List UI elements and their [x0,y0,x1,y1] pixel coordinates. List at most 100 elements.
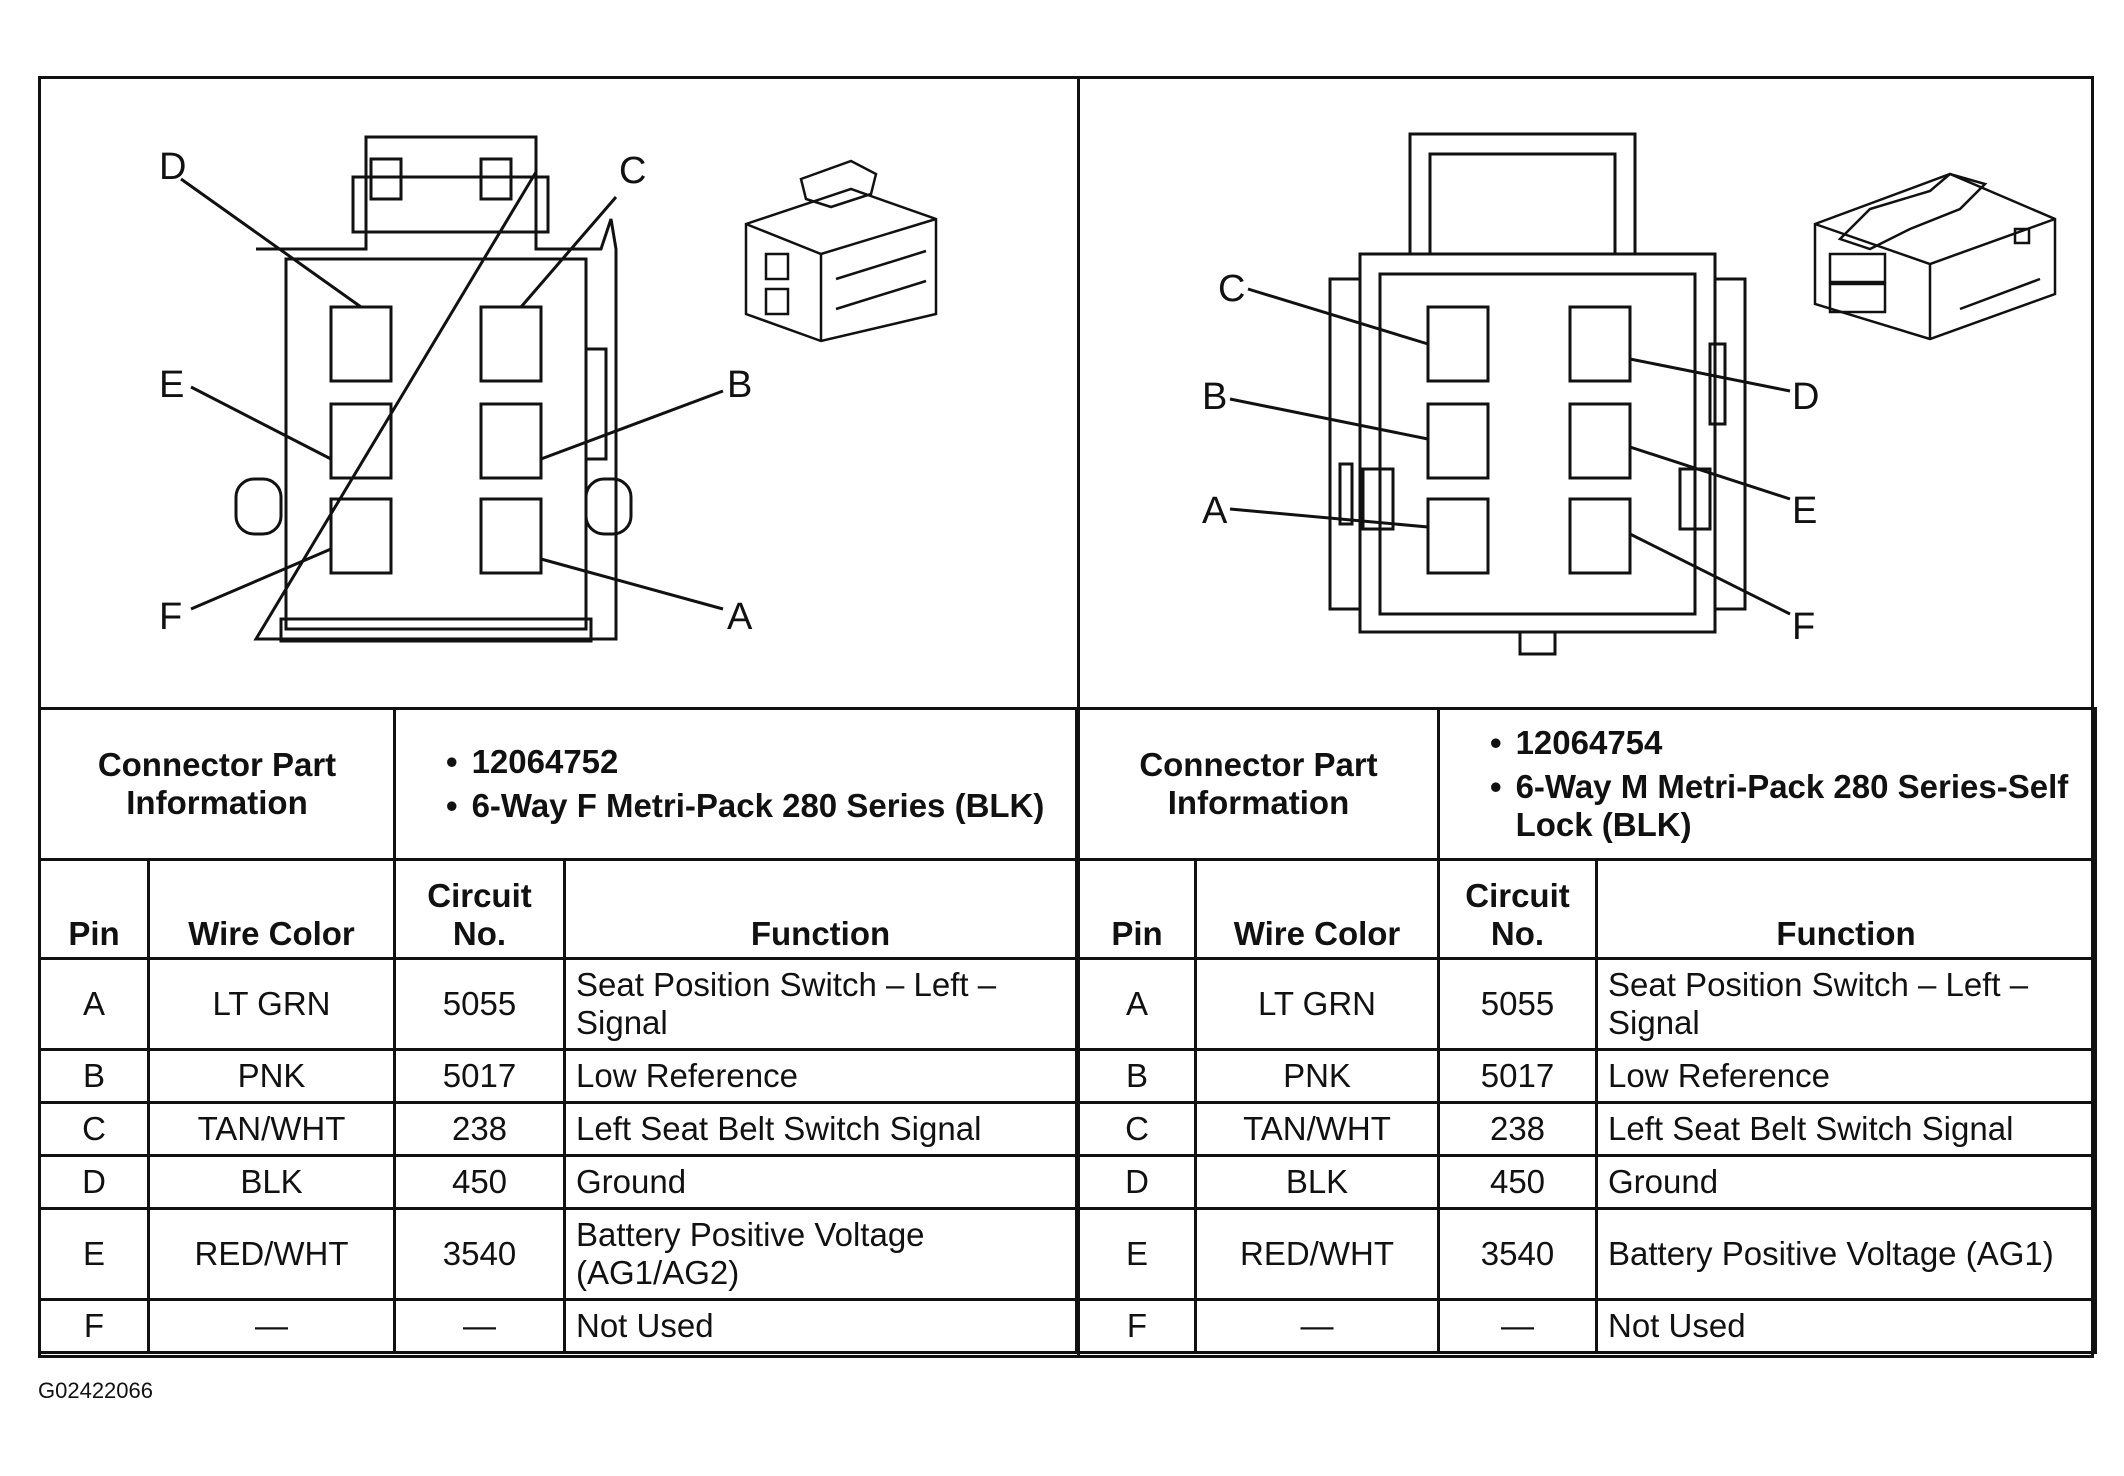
right-side-rib-left [1338,462,1354,526]
wire-cell: LT GRN [1194,957,1440,1051]
left-latch-base [351,175,550,234]
left-connector-diagram: D C E B F A [41,79,1075,707]
function-cell: Battery Positive Voltage (AG1) [1595,1207,2097,1301]
right-cavity-a [1426,497,1490,575]
circuit-cell: — [393,1298,566,1354]
pin-cell: B [1077,1048,1197,1104]
left-side-rib [584,347,608,461]
function-cell: Seat Position Switch – Left – Signal [1595,957,2097,1051]
left-leader-e [190,385,332,461]
right-label-d: D [1792,376,1819,418]
right-label-c: C [1218,268,1245,310]
right-ear-left [1361,467,1395,531]
table-row: B PNK 5017 Low Reference [38,1048,1078,1104]
right-connector-diagram: C B A D E F [1080,79,2114,707]
wire-cell: — [147,1298,396,1354]
function-cell: Low Reference [1595,1048,2097,1104]
left-label-f: F [159,596,182,638]
left-part-number: 12064752 [471,743,619,781]
pin-cell: B [38,1048,150,1104]
circuit-cell: 5055 [393,957,566,1051]
function-cell: Not Used [563,1298,1078,1354]
right-leader-e [1629,445,1791,501]
function-cell: Ground [1595,1154,2097,1210]
left-cavity-a [479,497,543,575]
right-side-rib [1708,342,1727,426]
wire-cell: PNK [147,1048,396,1104]
right-label-b: B [1202,376,1227,418]
right-label-f: F [1792,606,1815,648]
function-cell: Not Used [1595,1298,2097,1354]
left-leader-a [540,557,724,611]
pin-cell: A [38,957,150,1051]
pin-cell: A [1077,957,1197,1051]
right-pinout-table: Connector Part Information •12064754 •6-… [1077,707,2097,1354]
table-row: F — — Not Used [38,1298,1078,1354]
right-label-e: E [1792,490,1817,532]
right-body-outline [1358,252,1717,634]
table-row: A LT GRN 5055 Seat Position Switch – Lef… [1077,957,2097,1051]
left-header-circuit: Circuit No. [393,858,566,960]
left-header-pin: Pin [38,858,150,960]
left-info-row: Connector Part Information •12064752 •6-… [38,707,1078,861]
wire-cell: BLK [1194,1154,1440,1210]
function-cell: Ground [563,1154,1078,1210]
function-cell: Battery Positive Voltage (AG1/AG2) [563,1207,1078,1301]
pin-cell: F [38,1298,150,1354]
circuit-cell: 450 [393,1154,566,1210]
left-leader-d [180,177,362,309]
circuit-cell: 5055 [1437,957,1598,1051]
circuit-cell: — [1437,1298,1598,1354]
function-cell: Left Seat Belt Switch Signal [1595,1101,2097,1157]
right-side-left [1328,277,1362,611]
left-label-a: A [727,596,753,638]
table-row: A LT GRN 5055 Seat Position Switch – Lef… [38,957,1078,1051]
function-cell: Seat Position Switch – Left – Signal [563,957,1078,1051]
table-row: E RED/WHT 3540 Battery Positive Voltage … [1077,1207,2097,1301]
pin-cell: C [38,1101,150,1157]
table-row: D BLK 450 Ground [38,1154,1078,1210]
wire-cell: BLK [147,1154,396,1210]
table-row: C TAN/WHT 238 Left Seat Belt Switch Sign… [1077,1101,2097,1157]
pin-cell: D [1077,1154,1197,1210]
right-part-description: 6-Way M Metri-Pack 280 Series-Self Lock … [1515,768,2069,843]
connector-sheet: D C E B F A [38,76,2097,1358]
right-header-row: Pin Wire Color Circuit No. Function [1077,858,2097,960]
figure-id: G02422066 [38,1378,153,1403]
left-cavity-d [329,305,393,383]
right-header-circuit: Circuit No. [1437,858,1598,960]
right-header-pin: Pin [1077,858,1197,960]
function-cell: Low Reference [563,1048,1078,1104]
left-label-d: D [159,146,186,188]
right-connector-3d-view [1813,172,2057,341]
left-part-description: 6-Way F Metri-Pack 280 Series (BLK) [471,787,1045,824]
left-label-b: B [727,364,752,406]
right-leader-c [1247,287,1429,346]
wire-cell: — [1194,1298,1440,1354]
left-leader-b [540,389,724,461]
right-part-info: •12064754 •6-Way M Metri-Pack 280 Series… [1437,707,2097,861]
left-ear-left [234,477,283,536]
left-connector-drawing: D C E B F A [159,135,938,643]
circuit-cell: 450 [1437,1154,1598,1210]
right-hood-inner [1428,152,1617,254]
right-part-number: 12064754 [1515,724,1663,762]
right-leader-d [1629,357,1791,393]
right-label-a: A [1202,490,1228,532]
left-header-wire: Wire Color [147,858,396,960]
right-leader-b [1229,397,1429,441]
right-leader-f [1629,532,1791,616]
table-row: E RED/WHT 3540 Battery Positive Voltage … [38,1207,1078,1301]
right-header-function: Function [1595,858,2097,960]
left-label-e: E [159,364,184,406]
circuit-cell: 238 [1437,1101,1598,1157]
pin-cell: E [38,1207,150,1301]
right-leader-a [1229,507,1429,529]
left-pinout-table: Connector Part Information •12064752 •6-… [38,707,1078,1354]
pin-cell: D [38,1154,150,1210]
left-leader-c [519,196,618,308]
right-cavity-b [1426,402,1490,480]
circuit-cell: 3540 [1437,1207,1598,1301]
left-cavity-b [479,402,543,480]
left-cavity-f [329,497,393,575]
